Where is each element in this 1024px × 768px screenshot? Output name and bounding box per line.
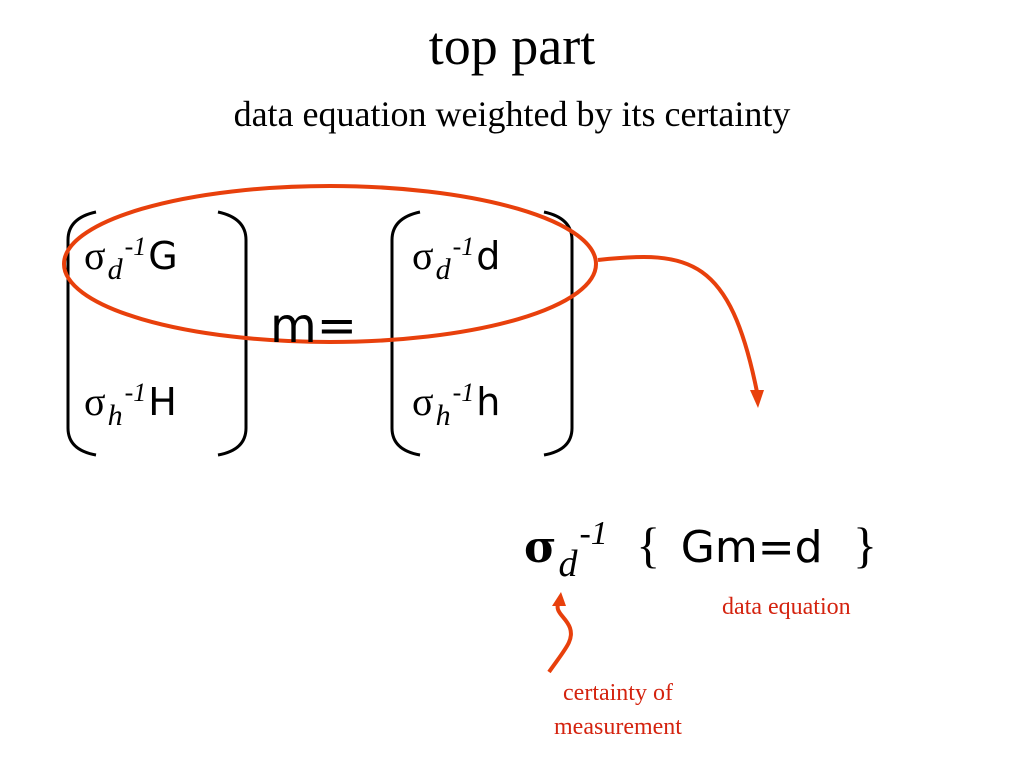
left-matrix-close-bracket: [217, 210, 248, 457]
superscript: -1: [452, 378, 475, 407]
subscript: d: [558, 543, 578, 585]
squiggle-arrow-certainty: [547, 598, 573, 674]
sigma-symbol: σ: [412, 379, 434, 424]
right-matrix-open-bracket: [390, 210, 421, 457]
arrowhead-certainty-icon: [552, 592, 566, 606]
certainty-label: certainty of measurement: [528, 676, 708, 744]
sigma-symbol: σ: [524, 522, 557, 573]
sigma-symbol: σ: [84, 233, 106, 278]
curved-arrow-to-data-equation: [597, 254, 759, 393]
top-rows-highlight-ellipse: [62, 184, 598, 344]
superscript: -1: [124, 232, 147, 261]
certainty-label-line-2: measurement: [554, 714, 682, 740]
close-brace: }: [853, 517, 878, 573]
sigma-symbol: σ: [84, 379, 106, 424]
left-matrix-row-2: σh-1H: [84, 378, 177, 432]
data-equation-text: Gm=d: [680, 522, 823, 573]
left-matrix-open-bracket: [66, 210, 97, 457]
sigma-symbol: σ: [412, 233, 434, 278]
weighted-data-equation: σd-1 { Gm=d }: [524, 515, 878, 585]
arrowhead-data-equation-icon: [750, 390, 764, 408]
superscript: -1: [579, 515, 608, 552]
page-title: top part: [428, 16, 596, 76]
page-subtitle: data equation weighted by its certainty: [233, 94, 791, 134]
vector-symbol: d: [476, 234, 501, 278]
matrix-symbol: G: [148, 234, 178, 278]
certainty-label-line-1: certainty of: [563, 680, 673, 706]
subscript: h: [107, 399, 123, 432]
superscript: -1: [124, 378, 147, 407]
data-equation-label: data equation: [722, 594, 851, 620]
superscript: -1: [452, 232, 475, 261]
subscript: d: [435, 253, 451, 286]
matrix-symbol: H: [148, 380, 177, 424]
left-matrix-row-1: σd-1G: [84, 232, 178, 286]
right-matrix-row-1: σd-1d: [412, 232, 501, 286]
subscript: d: [107, 253, 123, 286]
vector-symbol: h: [476, 380, 501, 424]
right-matrix-close-bracket: [543, 210, 574, 457]
subscript: h: [435, 399, 451, 432]
right-matrix-row-2: σh-1h: [412, 378, 501, 432]
open-brace: {: [636, 517, 661, 573]
model-vector-equals: m=: [270, 298, 357, 354]
